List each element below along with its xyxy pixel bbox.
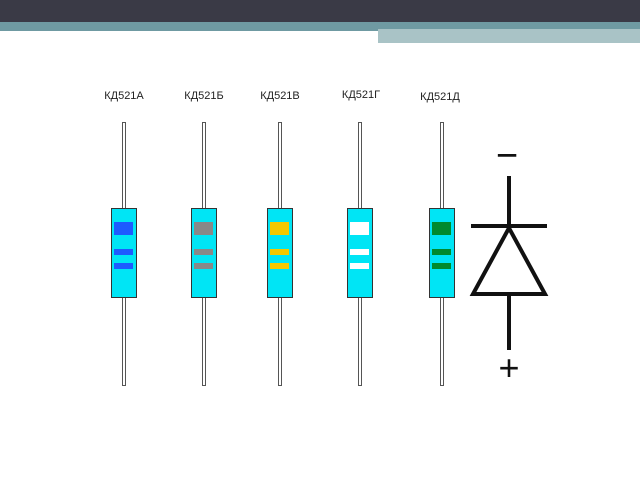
diode-a-band-1 (114, 222, 133, 235)
diode-b-band-2 (194, 249, 213, 255)
diode-b-lead-top (202, 122, 206, 210)
diode-b-band-1 (194, 222, 213, 235)
cathode-minus-sign: − (496, 140, 518, 177)
diode-d-band-2 (432, 249, 451, 255)
diode-v-body (267, 208, 293, 298)
diode-b-band-3 (194, 263, 213, 269)
diode-a-lead-top (122, 122, 126, 210)
anode-plus-sign: + (498, 347, 519, 385)
diode-g-band-2 (350, 249, 369, 255)
diode-b-body (191, 208, 217, 298)
diode-a-lead-bottom (122, 296, 126, 386)
diode-a-band-2 (114, 249, 133, 255)
diode-label-g: КД521Г (341, 89, 381, 101)
diode-d-body (429, 208, 455, 298)
title-bar (0, 0, 640, 22)
diode-v-lead-top (278, 122, 282, 210)
diode-d-band-3 (432, 263, 451, 269)
diode-g-body (347, 208, 373, 298)
diode-v-lead-bottom (278, 296, 282, 386)
diode-a-band-3 (114, 263, 133, 269)
diode-d-lead-top (440, 122, 444, 210)
anode-triangle (469, 223, 549, 296)
diode-label-a: КД521А (104, 90, 144, 102)
diode-symbol: − + (469, 140, 549, 385)
diode-g-lead-top (358, 122, 362, 210)
diode-d-lead-bottom (440, 296, 444, 386)
header-band (0, 22, 640, 31)
diode-v-band-3 (270, 263, 289, 269)
diode-label-b: КД521Б (184, 90, 224, 102)
diode-a-body (111, 208, 137, 298)
diode-label-d: КД521Д (420, 91, 460, 103)
diode-v-band-2 (270, 249, 289, 255)
diode-g-band-1 (350, 222, 369, 235)
diode-g-band-3 (350, 263, 369, 269)
diode-g-lead-bottom (358, 296, 362, 386)
diode-v-band-1 (270, 222, 289, 235)
header-tab (378, 29, 640, 43)
diode-b-lead-bottom (202, 296, 206, 386)
diode-d-band-1 (432, 222, 451, 235)
diode-label-v: КД521В (260, 90, 300, 102)
